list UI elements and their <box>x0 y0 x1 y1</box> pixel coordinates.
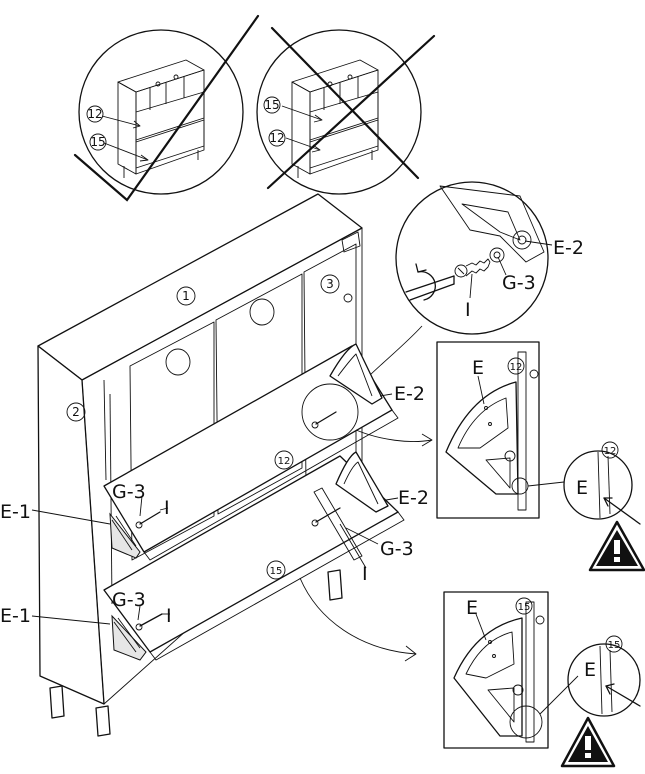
upper-flap: 12 E-2 E-1 G-3 I <box>0 343 433 561</box>
lower-bracket-detail: E 15 <box>443 591 579 749</box>
crossed-out-icon <box>266 26 436 190</box>
g3-detail-label: G-3 <box>502 272 536 294</box>
g3-lower-label: G-3 <box>112 589 146 611</box>
warning-icon <box>560 716 616 768</box>
e2-lower-label: E-2 <box>398 487 429 509</box>
lower-edge-zoom: E 15 <box>567 635 641 717</box>
inset2-label-lower: 12 <box>269 131 284 145</box>
flap-label-upper: 12 <box>278 456 291 467</box>
upper-bracket-detail: E 12 <box>436 341 565 519</box>
part-label-side: 2 <box>72 405 80 419</box>
inset1-label-upper: 12 <box>87 107 102 121</box>
i-bottom-label: I <box>362 563 368 585</box>
crossed-out-icon <box>73 14 260 202</box>
i-lower-label: I <box>166 605 172 627</box>
bracket-lower-num: 15 <box>518 602 531 613</box>
flap-label-lower: 15 <box>270 566 283 577</box>
edge-upper-num: 12 <box>604 446 617 457</box>
e1-lower-label: E-1 <box>0 605 31 627</box>
i-upper-label: I <box>164 497 170 519</box>
bracket-upper-num: 12 <box>510 362 523 373</box>
inset-wrong-orientation-1: 12 15 <box>73 14 260 202</box>
rotate-arrow-icon <box>417 271 436 301</box>
bracket-lower-letter: E <box>466 597 478 619</box>
inset-wrong-orientation-2: 15 12 <box>256 26 436 195</box>
edge-lower-num: 15 <box>608 640 621 651</box>
warning-icon <box>588 520 645 572</box>
inset2-label-upper: 15 <box>264 98 279 112</box>
e2-upper-label: E-2 <box>394 383 425 405</box>
e2-detail-label: E-2 <box>553 237 584 259</box>
inset1-label-lower: 15 <box>90 135 105 149</box>
screw-icon <box>454 258 491 278</box>
edge-lower-letter: E <box>584 659 596 681</box>
upper-edge-zoom: E 12 <box>563 441 641 525</box>
bracket-upper-letter: E <box>472 357 484 379</box>
part-label-top: 1 <box>182 289 190 303</box>
lower-flap: 15 E-2 G-3 I E-1 G-3 I <box>0 451 429 662</box>
screw-detail-inset: E-2 G-3 I <box>395 181 584 335</box>
g3-bottom-label: G-3 <box>380 538 414 560</box>
edge-upper-letter: E <box>576 477 588 499</box>
g3-upper-label: G-3 <box>112 481 146 503</box>
part-label-right: 3 <box>326 277 334 291</box>
e1-upper-label: E-1 <box>0 501 31 523</box>
i-detail-label: I <box>465 299 471 321</box>
